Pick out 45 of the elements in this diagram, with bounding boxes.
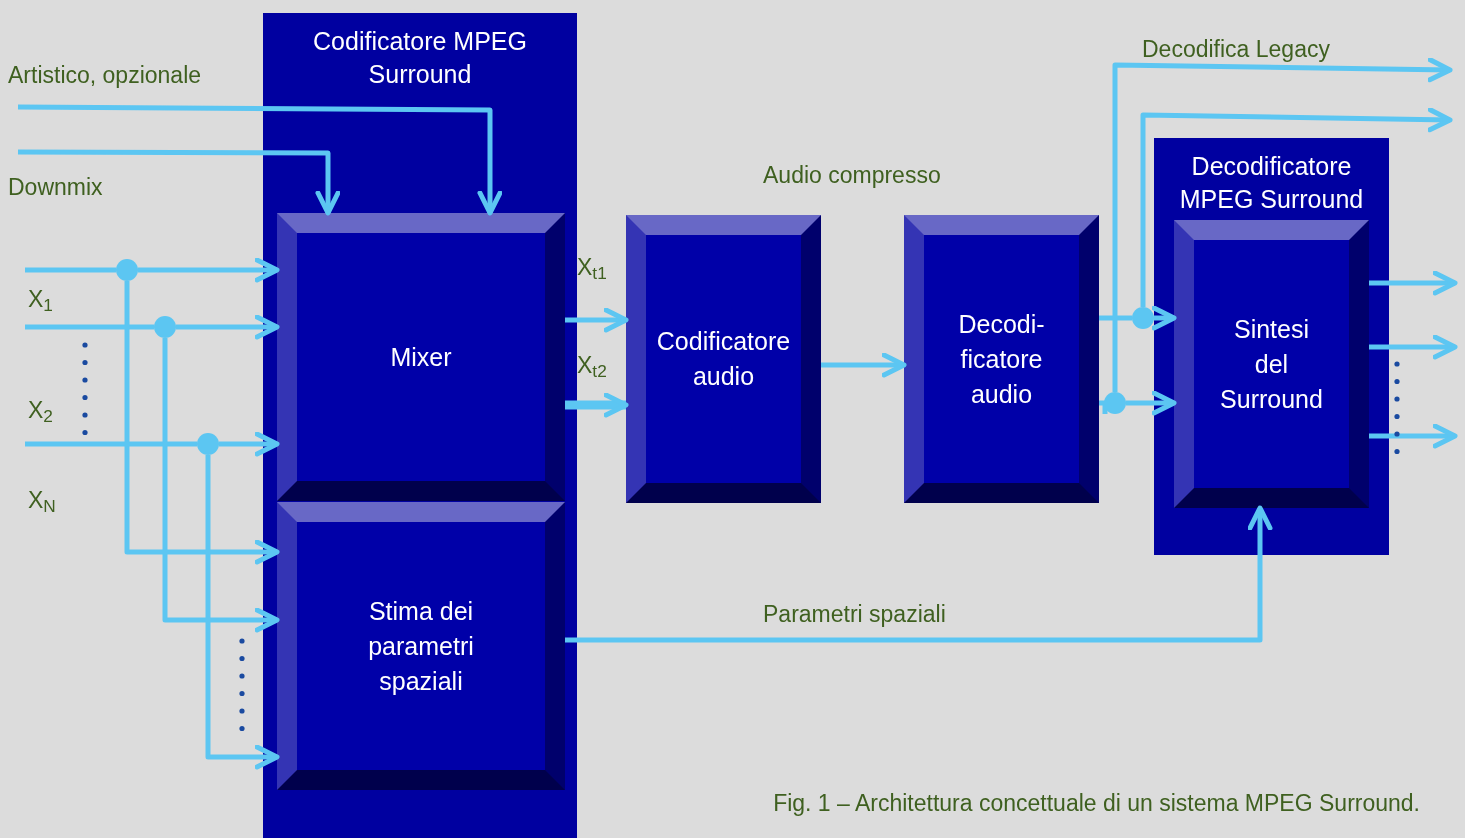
arrow [18, 149, 341, 216]
panel-title: Codificatore MPEG Surround [312, 26, 528, 90]
arrow [1099, 400, 1108, 414]
arrow [565, 307, 629, 333]
signal-label: Downmix [8, 173, 103, 202]
arrow [162, 338, 280, 633]
arrow [138, 257, 280, 283]
arrow [1126, 390, 1177, 416]
signal-label: X$_{2}$ [28, 396, 53, 428]
arrow [18, 104, 503, 216]
arrow [176, 314, 280, 340]
caption: Fig. 1 – Architettura concettuale di un sistema MPEG Surround. [773, 789, 1420, 818]
arrow [1112, 57, 1453, 392]
arrow [565, 505, 1273, 643]
process-block [626, 215, 821, 503]
signal-label: Audio compresso [763, 161, 941, 190]
panel-title: Decodificatore MPEG Surround [1178, 151, 1365, 215]
panel [1154, 138, 1389, 555]
signal-label: Decodifica Legacy [1142, 35, 1330, 64]
panel [263, 13, 577, 838]
block-label: Sintesi del Surround [1219, 313, 1324, 415]
signal-label: X$_{N}$ [28, 486, 56, 518]
arrow [1369, 270, 1458, 296]
arrow [821, 352, 907, 378]
block-label: Mixer [389, 341, 453, 373]
process-block [904, 215, 1099, 503]
arrow [124, 281, 280, 565]
signal-label: Artistico, opzionale [8, 61, 202, 90]
signal-label: Parametri spaziali [763, 600, 946, 629]
signal-label: X$_{t2}$ [577, 351, 607, 383]
process-block [1174, 220, 1369, 508]
arrow [1369, 334, 1458, 360]
block-label: Stima dei parametri spaziali [367, 595, 475, 697]
signal-label: X$_{t1}$ [577, 253, 607, 285]
arrow [219, 431, 280, 457]
process-block [277, 213, 565, 501]
arrow [1151, 305, 1177, 331]
block-label: Decodi- ficatore audio [957, 308, 1046, 410]
block-label: Codificatore audio [655, 326, 792, 392]
arrow [1369, 423, 1458, 449]
signal-label: X$_{1}$ [28, 285, 53, 317]
arrow [1140, 107, 1453, 307]
process-block [277, 502, 565, 790]
arrow [205, 455, 280, 770]
arrow [565, 392, 629, 418]
